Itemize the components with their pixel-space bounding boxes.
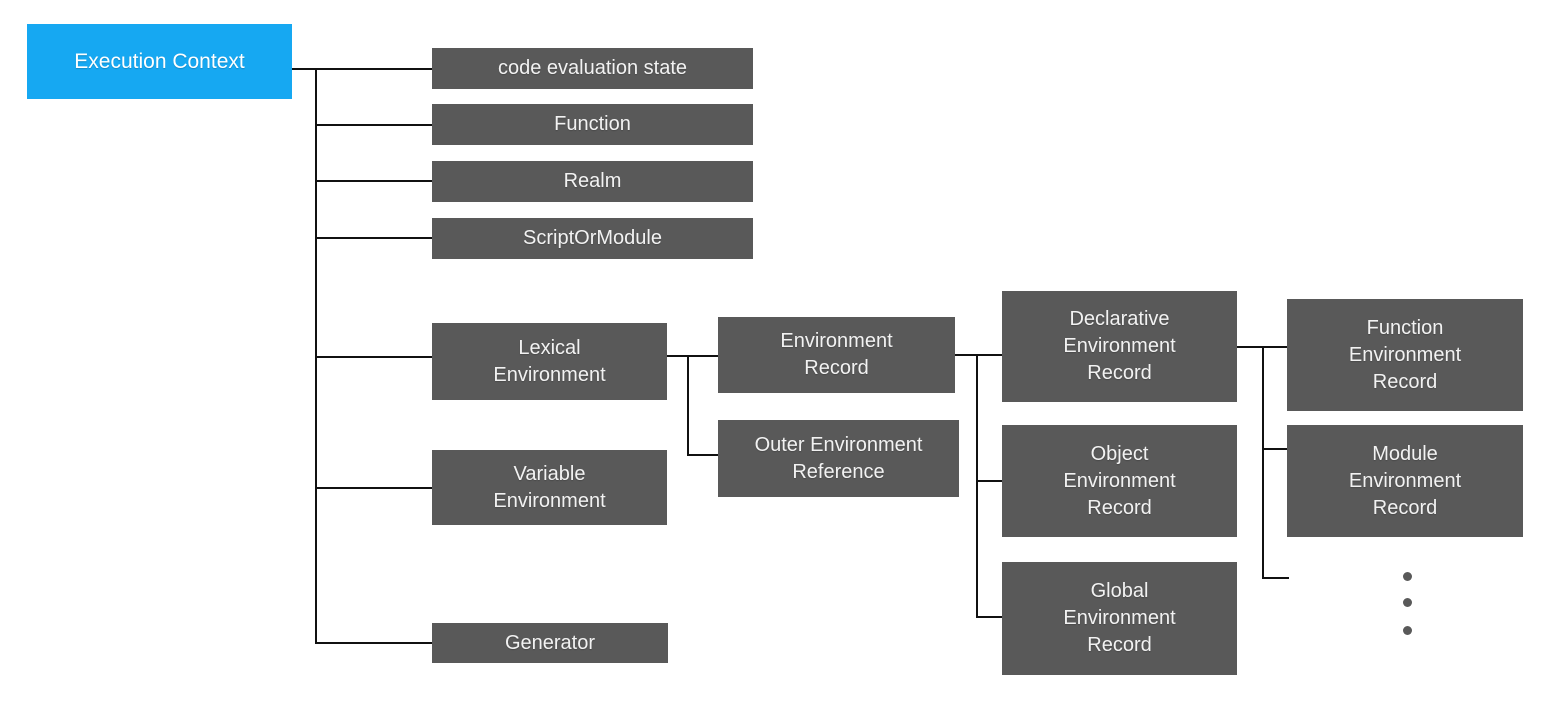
connector-line — [954, 354, 1002, 356]
connector-line — [315, 356, 432, 358]
node-environment-record: Environment Record — [718, 317, 955, 393]
node-label: Execution Context — [74, 50, 245, 73]
connector-line — [290, 68, 432, 70]
node-label: Function Environment Record — [1348, 316, 1462, 393]
node-code-evaluation-state: code evaluation state — [432, 48, 753, 89]
connector-line — [1262, 577, 1289, 579]
node-label: Global Environment Record — [1063, 580, 1176, 656]
node-declarative-environment-record: Declarative Environment Record — [1002, 291, 1237, 402]
node-label: Realm — [563, 170, 622, 192]
node-label: Generator — [504, 631, 596, 654]
node-realm: Realm — [432, 161, 753, 202]
node-object-environment-record: Object Environment Record — [1002, 425, 1237, 537]
connector-line — [315, 180, 432, 182]
connector-line — [687, 454, 718, 456]
connector-line — [667, 355, 718, 357]
node-function-environment-record: Function Environment Record — [1287, 299, 1523, 411]
node-execution-context: Execution Context — [27, 24, 292, 99]
connector-line — [1262, 346, 1264, 579]
connector-line — [1262, 448, 1287, 450]
ellipsis-dot — [1403, 598, 1412, 607]
node-label: Variable Environment — [493, 462, 606, 512]
node-label: Module Environment Record — [1348, 442, 1462, 519]
node-generator: Generator — [432, 623, 668, 663]
node-label: Declarative Environment Record — [1063, 308, 1176, 384]
node-variable-environment: Variable Environment — [432, 450, 667, 525]
node-script-or-module: ScriptOrModule — [432, 218, 753, 259]
node-label: Function — [554, 113, 631, 135]
ellipsis-dot — [1403, 572, 1412, 581]
ellipsis-dot — [1403, 626, 1412, 635]
connector-line — [976, 616, 1002, 618]
node-module-environment-record: Module Environment Record — [1287, 425, 1523, 537]
connector-line — [315, 642, 432, 644]
connector-line — [315, 237, 432, 239]
node-label: code evaluation state — [497, 57, 688, 79]
node-global-environment-record: Global Environment Record — [1002, 562, 1237, 675]
connector-line — [976, 354, 978, 618]
node-outer-environment-reference: Outer Environment Reference — [718, 420, 959, 497]
connector-line — [315, 487, 432, 489]
node-lexical-environment: Lexical Environment — [432, 323, 667, 400]
node-label: ScriptOrModule — [523, 227, 662, 249]
node-label: Lexical Environment — [493, 336, 606, 386]
node-label: Object Environment Record — [1063, 442, 1176, 519]
node-label: Environment Record — [780, 330, 893, 379]
connector-line — [687, 355, 689, 456]
node-label: Outer Environment Reference — [754, 433, 923, 483]
connector-line — [976, 480, 1002, 482]
connector-line — [315, 124, 432, 126]
node-function: Function — [432, 104, 753, 145]
